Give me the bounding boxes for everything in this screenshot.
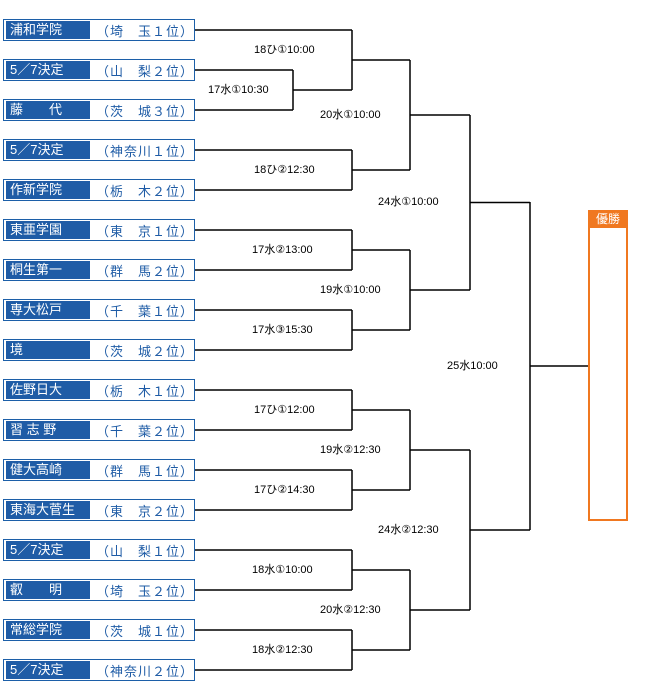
team-entry: 浦和学院 （埼 玉１位） <box>3 19 195 41</box>
match-time-label: 24水②12:30 <box>378 524 439 536</box>
team-name: 作新学院 <box>6 181 90 199</box>
team-entry: 習 志 野 （千 葉２位） <box>3 419 195 441</box>
team-seed: （群 馬１位） <box>95 463 194 479</box>
team-name: 東亜学園 <box>6 221 90 239</box>
match-time-label: 19水①10:00 <box>320 284 381 296</box>
team-name: 5／7決定 <box>6 61 90 79</box>
match-time-label: 20水②12:30 <box>320 604 381 616</box>
team-entry: 作新学院 （栃 木２位） <box>3 179 195 201</box>
team-name: 専大松戸 <box>6 301 90 319</box>
team-seed: （神奈川２位） <box>95 663 194 679</box>
team-seed: （茨 城２位） <box>95 343 194 359</box>
team-entry: 健大高崎 （群 馬１位） <box>3 459 195 481</box>
match-time-label: 18ひ②12:30 <box>254 164 315 176</box>
team-entry: 藤 代 （茨 城３位） <box>3 99 195 121</box>
team-name: 常総学院 <box>6 621 90 639</box>
team-seed: （千 葉２位） <box>95 423 194 439</box>
team-name: 浦和学院 <box>6 21 90 39</box>
team-entry: 専大松戸 （千 葉１位） <box>3 299 195 321</box>
match-time-label: 19水②12:30 <box>320 444 381 456</box>
match-time-label: 18水②12:30 <box>252 644 313 656</box>
match-time-label: 17水①10:30 <box>208 84 269 96</box>
team-seed: （東 京１位） <box>95 223 194 239</box>
match-time-label: 24水①10:00 <box>378 196 439 208</box>
team-entry: 叡 明 （埼 玉２位） <box>3 579 195 601</box>
team-seed: （栃 木２位） <box>95 183 194 199</box>
team-seed: （山 梨２位） <box>95 63 194 79</box>
team-name: 健大高崎 <box>6 461 90 479</box>
match-time-label: 18ひ①10:00 <box>254 44 315 56</box>
champion-label: 優勝 <box>588 210 628 228</box>
team-seed: （千 葉１位） <box>95 303 194 319</box>
match-time-label: 17ひ①12:00 <box>254 404 315 416</box>
team-name: 5／7決定 <box>6 141 90 159</box>
team-seed: （神奈川１位） <box>95 143 194 159</box>
team-seed: （群 馬２位） <box>95 263 194 279</box>
team-seed: （埼 玉２位） <box>95 583 194 599</box>
team-entry: 常総学院 （茨 城１位） <box>3 619 195 641</box>
match-time-label: 18水①10:00 <box>252 564 313 576</box>
team-name: 5／7決定 <box>6 661 90 679</box>
team-name: 叡 明 <box>6 581 90 599</box>
team-seed: （茨 城１位） <box>95 623 194 639</box>
team-seed: （東 京２位） <box>95 503 194 519</box>
team-seed: （埼 玉１位） <box>95 23 194 39</box>
match-time-label: 17水③15:30 <box>252 324 313 336</box>
team-seed: （山 梨１位） <box>95 543 194 559</box>
match-time-label: 17水②13:00 <box>252 244 313 256</box>
team-entry: 桐生第一 （群 馬２位） <box>3 259 195 281</box>
champion-box <box>588 210 628 521</box>
team-entry: 境 （茨 城２位） <box>3 339 195 361</box>
team-name: 東海大菅生 <box>6 501 90 519</box>
team-entry: 東海大菅生 （東 京２位） <box>3 499 195 521</box>
team-name: 境 <box>6 341 90 359</box>
match-time-label: 17ひ②14:30 <box>254 484 315 496</box>
team-entry: 5／7決定 （神奈川１位） <box>3 139 195 161</box>
team-name: 桐生第一 <box>6 261 90 279</box>
match-time-label: 20水①10:00 <box>320 109 381 121</box>
team-entry: 東亜学園 （東 京１位） <box>3 219 195 241</box>
team-seed: （栃 木１位） <box>95 383 194 399</box>
team-entry: 佐野日大 （栃 木１位） <box>3 379 195 401</box>
team-entry: 5／7決定 （山 梨２位） <box>3 59 195 81</box>
team-name: 5／7決定 <box>6 541 90 559</box>
team-name: 藤 代 <box>6 101 90 119</box>
team-entry: 5／7決定 （神奈川２位） <box>3 659 195 681</box>
team-entry: 5／7決定 （山 梨１位） <box>3 539 195 561</box>
match-time-label: 25水10:00 <box>447 360 498 372</box>
team-name: 佐野日大 <box>6 381 90 399</box>
team-seed: （茨 城３位） <box>95 103 194 119</box>
team-name: 習 志 野 <box>6 421 90 439</box>
